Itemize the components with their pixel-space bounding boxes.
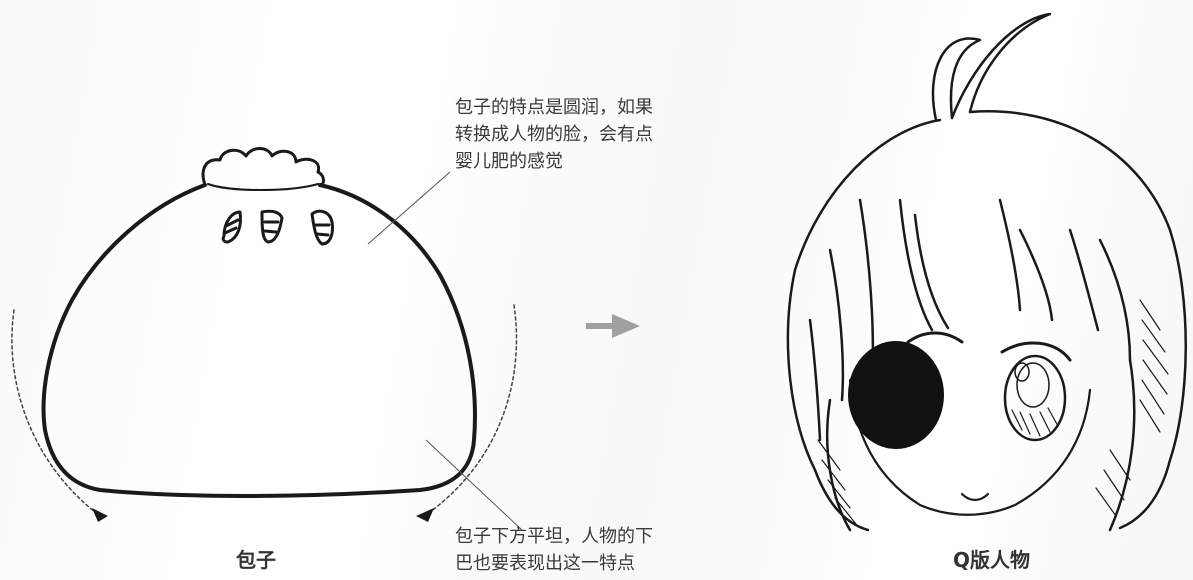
bun-drawing xyxy=(11,147,518,513)
bun-mark xyxy=(260,209,284,244)
bun-pleat xyxy=(201,147,325,187)
bun-mark xyxy=(310,209,334,246)
hair-bangs xyxy=(828,198,1132,402)
chibi-character-drawing xyxy=(786,12,1187,532)
note-round: 包子的特点是圆润，如果 转换成人物的脸，会有点 婴儿肥的感觉 xyxy=(455,94,653,175)
face-outline xyxy=(848,378,1092,516)
arrow-right-icon xyxy=(586,314,640,338)
bun-outline xyxy=(41,183,477,498)
eye-open-pupil xyxy=(1016,362,1050,408)
mouth xyxy=(960,492,990,502)
leader-line-flat xyxy=(425,439,523,531)
arrowhead-left xyxy=(92,508,108,522)
note-round-line: 转换成人物的脸，会有点 xyxy=(455,124,653,145)
character-label: Q版人物 xyxy=(953,548,1031,572)
curved-arrow-icon xyxy=(11,309,96,513)
hair-hatching xyxy=(817,299,1169,525)
bun-pleat xyxy=(207,183,319,191)
hair-side xyxy=(808,318,1136,532)
eye-closed xyxy=(906,331,964,344)
eye-highlight xyxy=(1014,362,1030,382)
note-flat-line: 巴也要表现出这一特点 xyxy=(455,553,635,574)
eye-shading xyxy=(1011,407,1059,437)
leader-line-round xyxy=(367,171,451,245)
bun-mark xyxy=(221,210,242,244)
hair-outline xyxy=(786,110,1187,532)
bun-label: 包子 xyxy=(236,548,276,572)
arrowhead-right xyxy=(416,508,434,522)
eye-open-outline xyxy=(1000,341,1072,362)
note-round-line: 包子的特点是圆润，如果 xyxy=(455,97,653,118)
eye-patch xyxy=(848,341,944,449)
note-round-line: 婴儿肥的感觉 xyxy=(455,151,563,172)
note-flat-line: 包子下方平坦，人物的下 xyxy=(455,526,653,547)
hair-ahoge xyxy=(931,12,1052,122)
eye-open-iris xyxy=(1003,354,1067,442)
note-flat: 包子下方平坦，人物的下 巴也要表现出这一特点 xyxy=(455,523,653,577)
curved-arrow-icon xyxy=(429,304,518,513)
